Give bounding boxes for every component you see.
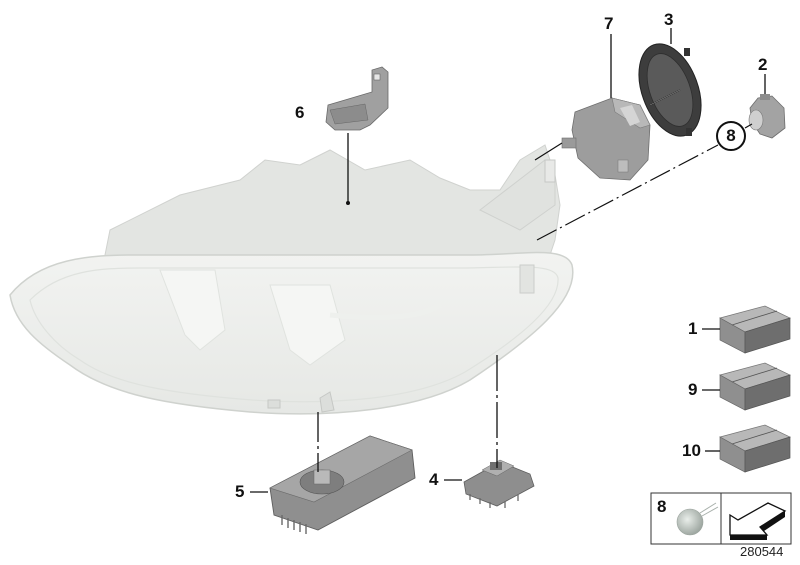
callout-2[interactable]: 2 xyxy=(758,55,768,74)
callout-8-circled[interactable]: 8 xyxy=(716,121,746,151)
diagram-id: 280544 xyxy=(740,544,784,559)
part-5-ballast[interactable] xyxy=(269,435,416,534)
part-7-module[interactable] xyxy=(561,97,651,181)
arrow-down-left-icon xyxy=(729,502,787,540)
callout-7[interactable]: 7 xyxy=(604,14,614,33)
part-4-control-unit[interactable] xyxy=(463,459,535,508)
callout-3[interactable]: 3 xyxy=(664,10,674,29)
part-9-box[interactable] xyxy=(719,362,791,411)
callout-9[interactable]: 9 xyxy=(688,380,698,399)
part-6-bracket[interactable] xyxy=(325,66,389,131)
callout-6[interactable]: 6 xyxy=(295,103,305,122)
bulb-icon xyxy=(676,502,719,536)
headlight-assembly xyxy=(9,144,574,415)
part-2-socket[interactable] xyxy=(748,94,786,139)
part-10-box[interactable] xyxy=(719,424,791,473)
part-3-cover-cap[interactable] xyxy=(627,35,712,144)
callout-5[interactable]: 5 xyxy=(235,482,245,501)
callout-1[interactable]: 1 xyxy=(688,319,698,338)
callout-4[interactable]: 4 xyxy=(429,470,439,489)
part-1-box[interactable] xyxy=(719,305,791,354)
legend-panel xyxy=(650,492,792,545)
callout-10[interactable]: 10 xyxy=(682,441,701,460)
legend-bulb-label: 8 xyxy=(657,497,667,516)
